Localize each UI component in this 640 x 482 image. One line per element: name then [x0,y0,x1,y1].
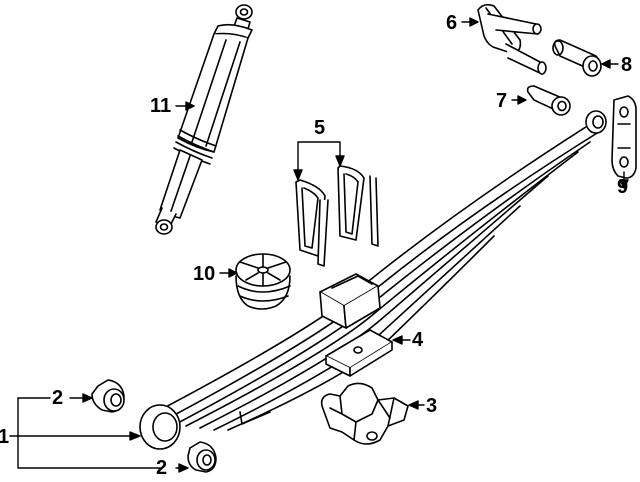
rear-eye-bushing [526,85,571,116]
callout-11: 11 [150,95,172,117]
shackle-plate [611,95,637,179]
spring-spacer [325,329,393,377]
callout-9: 9 [617,176,629,198]
callout-2-upper: 2 [52,387,64,409]
front-bushing-upper [91,379,125,413]
callout-4: 4 [412,329,424,351]
leader-lines [9,17,629,473]
callout-7: 7 [496,90,508,112]
callout-10: 10 [193,263,216,285]
spring-seat [320,382,409,445]
callout-2-lower: 2 [156,457,168,479]
callout-8: 8 [621,54,633,76]
callout-3: 3 [426,395,438,417]
shock-absorber [155,4,253,235]
callout-6: 6 [446,12,458,34]
shackle-bushing [552,39,602,77]
u-bolts [295,165,379,267]
callout-5: 5 [314,117,326,139]
shackle [477,3,547,75]
callout-1: 1 [0,426,10,448]
bump-stop [235,253,291,310]
front-bushing-lower [187,441,217,473]
